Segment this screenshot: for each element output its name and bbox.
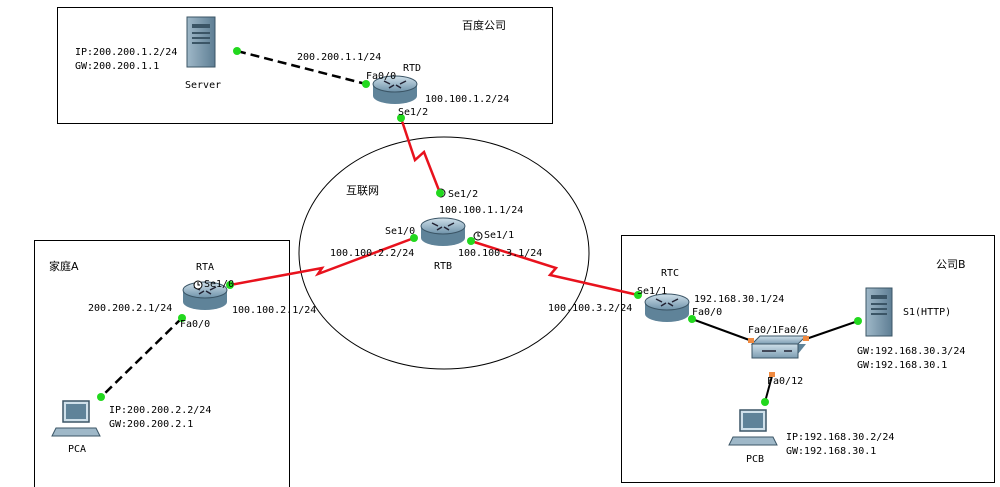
rtb-se10-ip-label: 100.100.2.2/24 [330, 248, 415, 259]
server-gw-text: GW:200.200.1.1 [75, 61, 160, 72]
rta-label: RTA [196, 262, 215, 273]
rtb-se10-port-label: Se1/0 [385, 226, 416, 237]
company-b-area-title: 公司B [936, 258, 966, 271]
pcb-ip-text: IP:192.168.30.2/24 [786, 432, 895, 443]
server-ip-text: IP:200.200.1.2/24 [75, 47, 178, 58]
rtc-label: RTC [661, 268, 680, 279]
internet-area-title: 互联网 [346, 184, 379, 197]
link-rta-pca[interactable] [100, 317, 183, 398]
link-server-rtd[interactable] [236, 49, 367, 86]
server-icon[interactable] [186, 16, 216, 68]
switch-port-dots [748, 336, 809, 377]
rta-router-icon[interactable] [182, 281, 228, 310]
pcb-computer-icon[interactable] [728, 409, 778, 446]
s1-gw-text: GW:192.168.30.1 [857, 360, 948, 371]
link-rtd-rtb-serial[interactable] [399, 117, 442, 194]
rtd-se-ip-label: 100.100.1.2/24 [425, 94, 510, 105]
rtc-fa-ip-label: 192.168.30.1/24 [694, 294, 785, 305]
pca-ip-text: IP:200.200.2.2/24 [109, 405, 212, 416]
rtb-se12-ip-label: 100.100.1.1/24 [439, 205, 524, 216]
rtb-se11-port-label: Se1/1 [484, 230, 515, 241]
home-a-area-box [34, 240, 290, 487]
rtb-router-icon[interactable] [420, 217, 466, 246]
rtd-se-port-label: Se1/2 [398, 107, 429, 118]
server-label: Server [185, 80, 222, 91]
pca-gw-text: GW:200.200.2.1 [109, 419, 194, 430]
pca-label: PCA [68, 444, 87, 455]
rtc-router-icon[interactable] [644, 293, 690, 322]
baidu-area-box [57, 7, 553, 124]
rtb-se12-port-label: Se1/2 [448, 189, 479, 200]
link-rtc-switch[interactable] [691, 318, 753, 342]
clock-icon [473, 231, 483, 241]
link-rta-rtb-serial[interactable] [229, 236, 415, 287]
rtc-se-ip-label: 100.100.3.2/24 [548, 303, 633, 314]
s1-ip-text: GW:192.168.30.3/24 [857, 346, 966, 357]
switch-fa6-port-label: Fa0/6 [778, 325, 809, 336]
home-a-area-title: 家庭A [49, 260, 79, 273]
rtc-se-port-label: Se1/1 [637, 286, 668, 297]
pcb-gw-text: GW:192.168.30.1 [786, 446, 877, 457]
rtd-fa-port-label: Fa0/0 [366, 71, 397, 82]
rta-se-port-label: Se1/0 [204, 279, 235, 290]
link-rtb-rtc-serial[interactable] [470, 239, 639, 297]
switch-fa1-port-label: Fa0/1 [748, 325, 779, 336]
link-switch-s1[interactable] [805, 320, 859, 340]
link-switch-pcb[interactable] [764, 375, 773, 403]
clock-icon [193, 280, 203, 290]
s1-server-icon[interactable] [865, 287, 893, 337]
internet-ellipse [298, 136, 590, 370]
baidu-area-title: 百度公司 [462, 19, 506, 32]
rtc-fa-port-label: Fa0/0 [692, 307, 723, 318]
rtd-fa-ip-label: 200.200.1.1/24 [297, 52, 382, 63]
pca-computer-icon[interactable] [51, 400, 101, 437]
switch-icon[interactable] [750, 335, 808, 359]
rta-fa-port-label: Fa0/0 [180, 319, 211, 330]
rtd-label: RTD [403, 63, 422, 74]
rta-fa-ip-label: 200.200.2.1/24 [88, 303, 173, 314]
switch-fa12-port-label: Fa0/12 [767, 376, 804, 387]
rta-se-ip-label: 100.100.2.1/24 [232, 305, 317, 316]
pcb-label: PCB [746, 454, 765, 465]
port-status-dots [97, 47, 862, 406]
s1-label: S1(HTTP) [903, 307, 952, 318]
rtb-label: RTB [434, 261, 453, 272]
rtb-se11-ip-label: 100.100.3.1/24 [458, 248, 543, 259]
company-b-area-box [621, 235, 995, 483]
rtd-router-icon[interactable] [372, 75, 418, 104]
